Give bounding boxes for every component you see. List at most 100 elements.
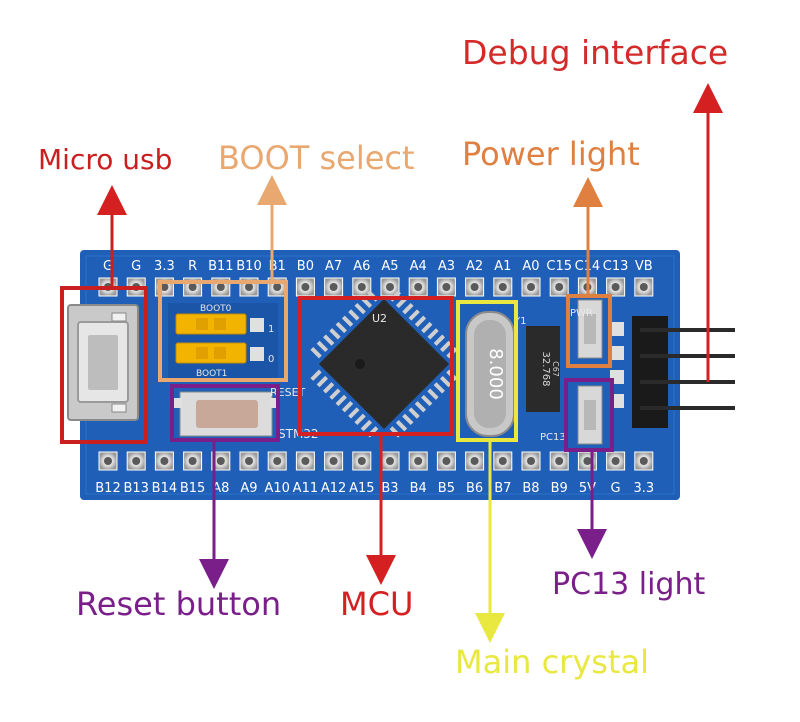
bottom-header-pads: [98, 451, 654, 471]
pc13-led: PC13: [540, 385, 603, 445]
mcu-pin: [433, 334, 446, 346]
mcu-pin: [402, 303, 414, 315]
top-pin-label: A7: [325, 259, 342, 274]
top-pin-label: A6: [353, 259, 370, 274]
bottom-pad-hole: [470, 457, 479, 465]
top-pad-hole: [357, 283, 366, 291]
top-pin-label: B11: [208, 259, 233, 274]
bottom-pad-hole: [357, 457, 366, 465]
debug-header: [632, 316, 735, 428]
bottom-pin-label: A8: [212, 481, 229, 496]
mcu-pin: [427, 328, 439, 340]
top-pin-label: A1: [494, 259, 511, 274]
top-pad-hole: [555, 283, 564, 291]
bottom-pin-label: B12: [95, 481, 120, 496]
mcu-pin: [335, 321, 347, 334]
bottom-pin-label: B13: [123, 481, 148, 496]
top-pad-hole: [245, 283, 253, 291]
mcu-pin: [402, 413, 414, 426]
bottom-pin-label: B5: [438, 481, 455, 496]
micro-usb-highlight: [60, 286, 148, 444]
debug-interface-label: Debug interface: [462, 33, 729, 72]
boot-one-silk: 1: [268, 324, 274, 335]
top-pad-hole: [216, 283, 225, 291]
micro-usb-label: Micro usb: [38, 143, 173, 176]
mcu-label: MCU: [340, 585, 414, 623]
top-pin-label: A5: [381, 259, 398, 274]
bottom-pad-hole: [188, 457, 197, 465]
bottom-pin-label: B4: [410, 481, 427, 496]
mcu-pin: [348, 407, 360, 419]
boot-jumpers: BOOT0 BOOT1 1 0: [168, 303, 278, 379]
rtc-code-silk: C67: [551, 361, 560, 377]
reset-button-part: RESET STM32: [172, 386, 319, 441]
top-pad-hole: [527, 283, 535, 291]
mcu-pin: [316, 375, 328, 388]
pwr-silk: PWR: [570, 308, 593, 319]
bottom-pin-label: A10: [264, 481, 289, 496]
bottom-pad-hole: [639, 457, 648, 465]
top-pin-label: A0: [522, 259, 539, 274]
bottom-pin-label: A9: [240, 481, 257, 496]
top-pad-hole: [442, 283, 451, 291]
power-light-label: Power light: [462, 135, 640, 173]
bottom-pad-hole: [527, 457, 535, 465]
bottom-pad-hole: [104, 457, 112, 465]
mcu-pin: [360, 419, 373, 432]
bottom-pad-hole: [160, 457, 169, 465]
top-pin-label: R: [188, 259, 197, 274]
micro-usb-connector: [67, 304, 139, 421]
top-pin-label: 3.3: [154, 259, 175, 274]
top-pad-hole: [273, 283, 282, 291]
pc13-silk: PC13: [540, 432, 566, 443]
bottom-pin-label: B6: [466, 481, 483, 496]
bottom-pin-label: B8: [522, 481, 539, 496]
mcu-pin: [408, 407, 420, 419]
top-pad-hole: [470, 283, 479, 291]
bottom-pin-label: B14: [152, 481, 177, 496]
bottom-pin-label: B7: [494, 481, 511, 496]
top-pin-label: A2: [466, 259, 483, 274]
boot1-silk: BOOT1: [196, 369, 227, 379]
top-pin-label: B0: [297, 259, 314, 274]
main-crystal-part: 8.000 Y1: [465, 311, 526, 437]
bottom-pin-label: G: [611, 481, 621, 496]
bottom-pin-label: 3.3: [633, 481, 654, 496]
mcu-pin: [341, 315, 354, 327]
bottom-pad-hole: [414, 457, 423, 465]
bottom-pad-hole: [498, 457, 507, 465]
mcu-pin: [354, 302, 366, 315]
y1-silk: Y1: [513, 316, 526, 327]
top-pad-hole: [188, 283, 197, 291]
mcu-pin: [414, 315, 427, 327]
mcu-pin: [310, 369, 322, 381]
bottom-pad-hole: [301, 457, 310, 465]
top-pin-label: G: [131, 259, 141, 274]
bottom-pad-hole: [583, 457, 592, 465]
mcu-pin: [414, 401, 427, 413]
boot0-silk: BOOT0: [200, 304, 232, 314]
mcu-pin: [421, 394, 433, 407]
main-crystal-label: Main crystal: [455, 643, 649, 681]
top-pad-hole: [414, 283, 423, 291]
bottom-pad-hole: [216, 457, 225, 465]
mcu-pin: [354, 413, 366, 425]
power-led: PWR: [570, 299, 603, 359]
top-pin-label: C15: [546, 259, 572, 274]
mcu-pin: [322, 382, 335, 394]
bottom-pad-hole: [611, 457, 620, 465]
mcu-pin: [329, 328, 341, 340]
mcu-chip: U2: [310, 290, 458, 438]
main-crystal-highlight: [456, 300, 518, 442]
rtc-crystal-part: 32.768 C67: [526, 326, 560, 412]
top-pin-label: C13: [603, 259, 629, 274]
boot-zero-silk: 0: [268, 354, 274, 365]
mcu-pin: [421, 321, 433, 334]
mcu-pin: [316, 340, 329, 353]
bottom-pin-label: A12: [321, 481, 346, 496]
mcu-pin: [433, 382, 445, 394]
bottom-pad-hole: [329, 457, 338, 465]
boot-select-label: BOOT select: [218, 139, 415, 177]
